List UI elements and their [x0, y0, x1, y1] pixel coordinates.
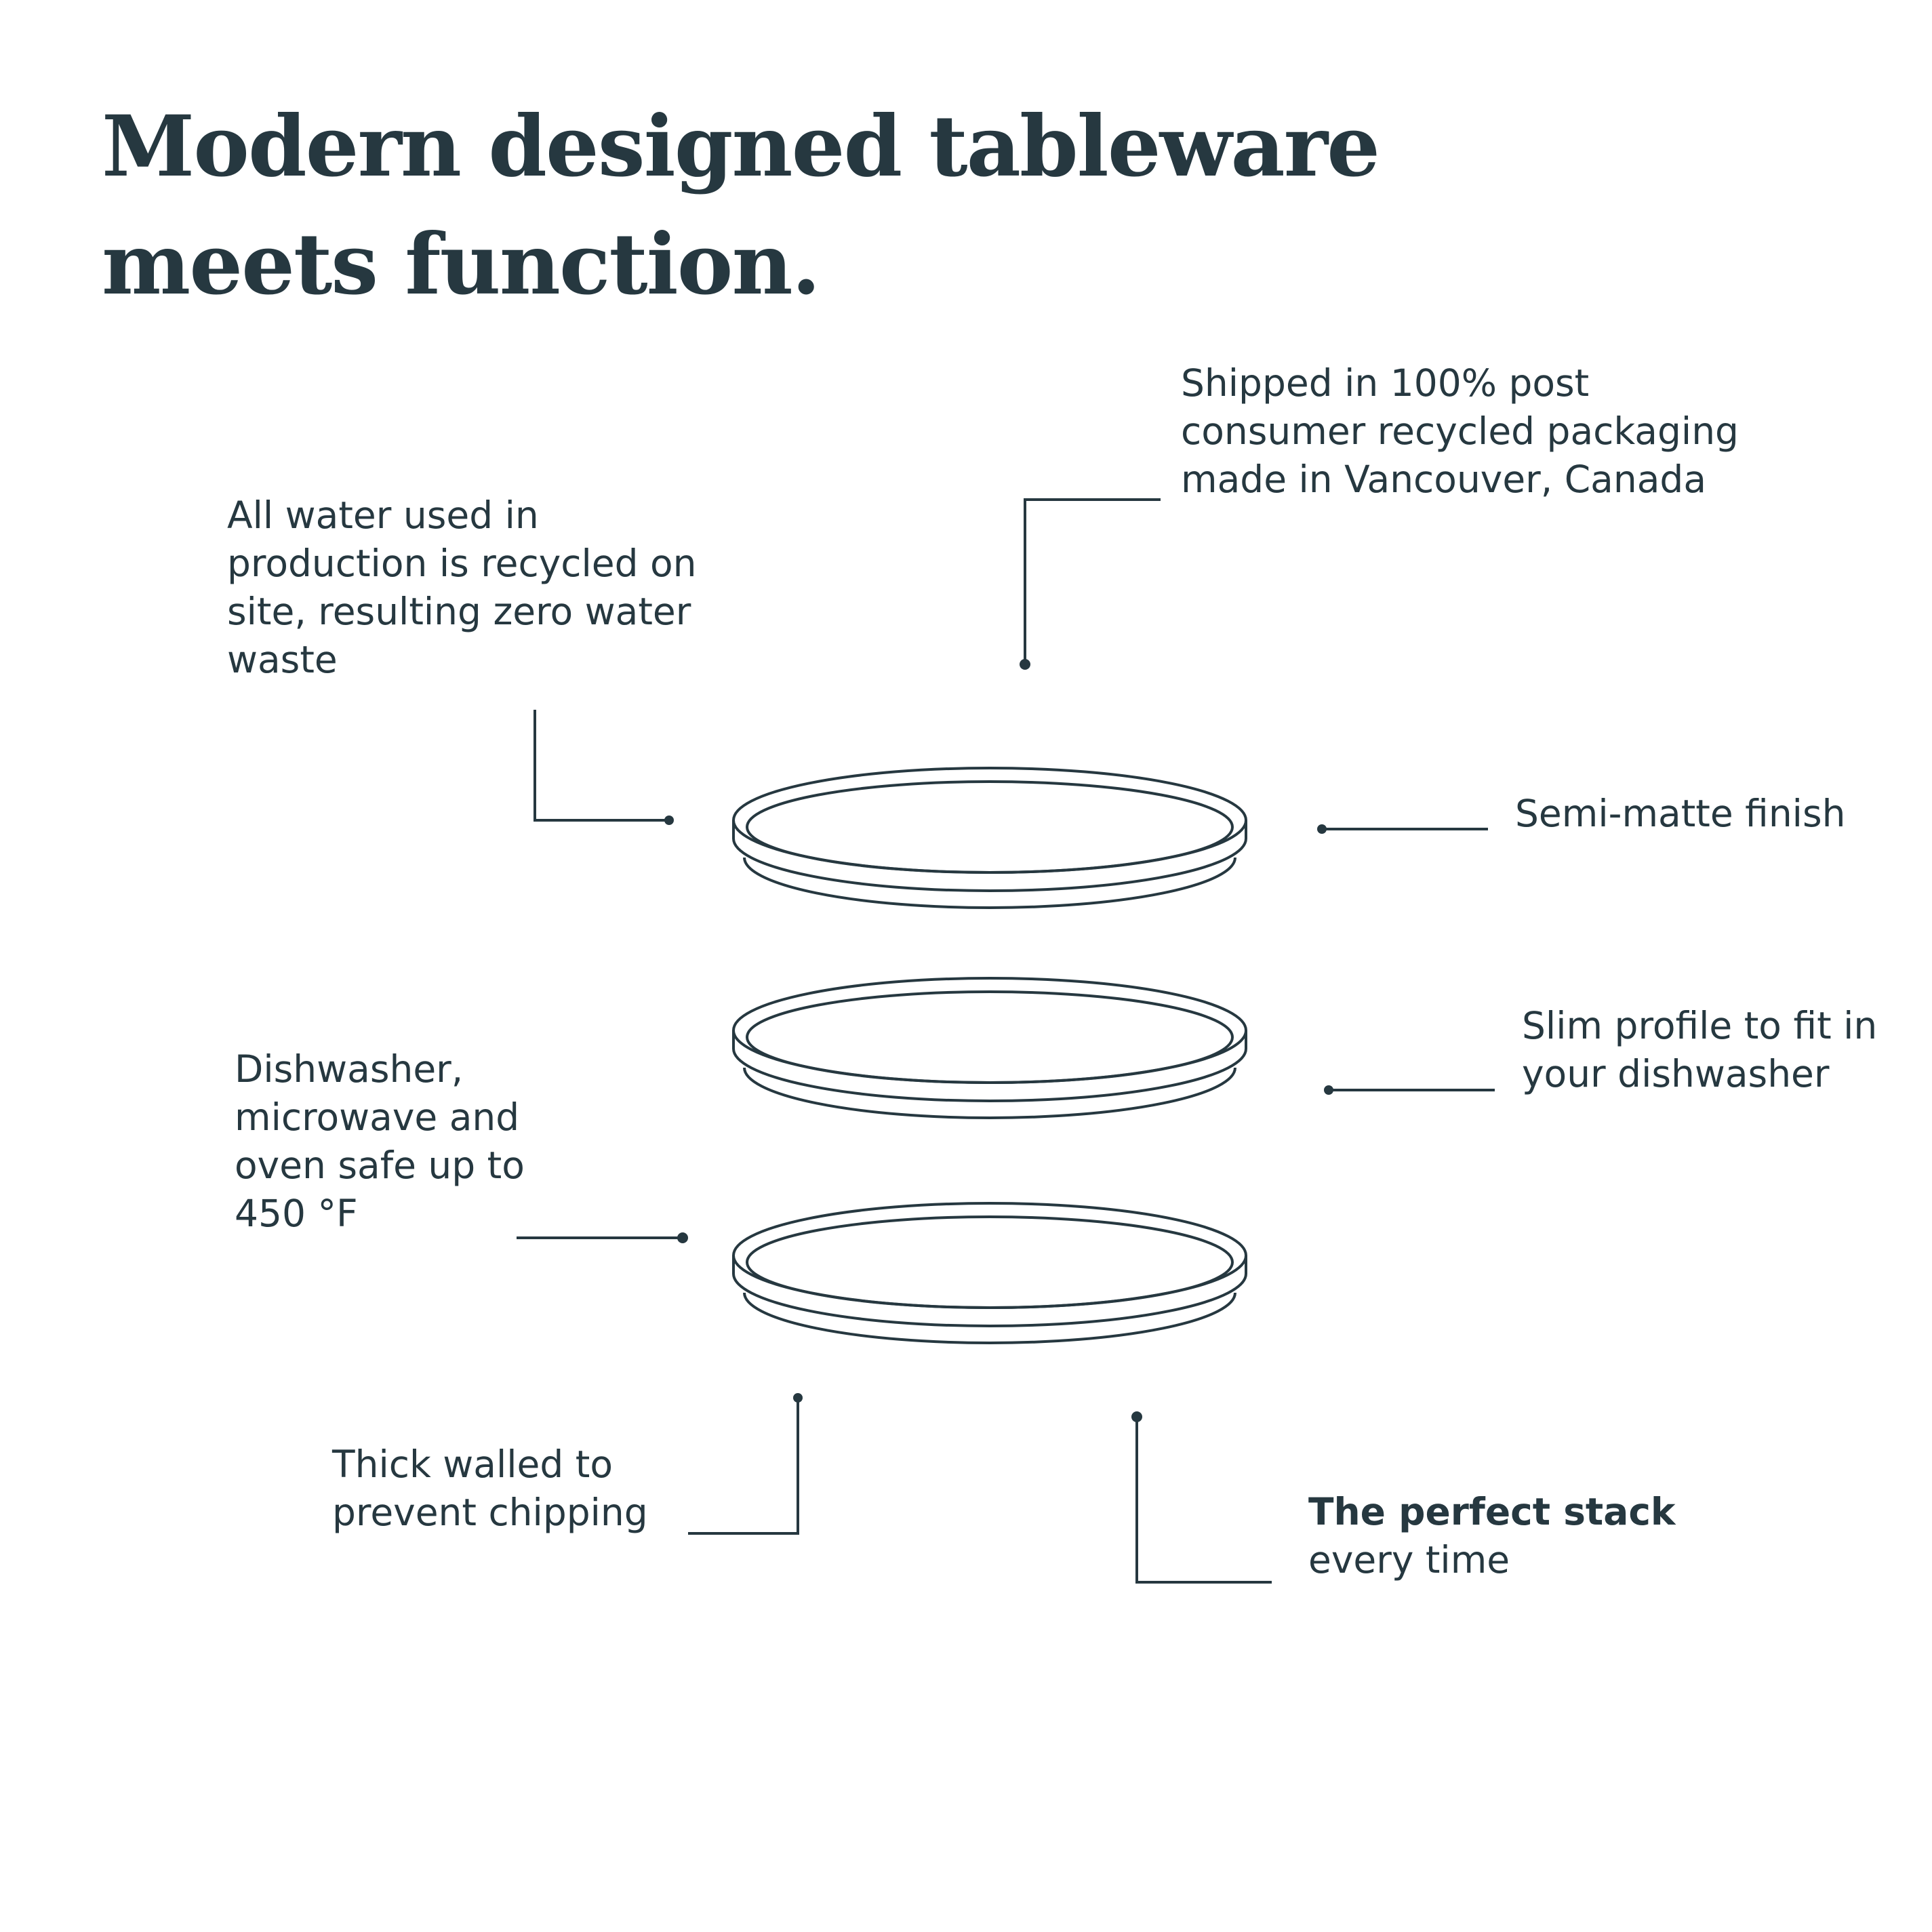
leader-water-dot	[664, 816, 674, 825]
callout-packaging-line-3: made in Vancouver, Canada	[1181, 458, 1707, 501]
callout-thick-line-2: prevent chipping	[332, 1491, 648, 1534]
callout-water-line-4: waste	[227, 638, 338, 681]
callout-thick: Thick walled to prevent chipping	[332, 1441, 648, 1537]
callout-slim-line-2: your dishwasher	[1522, 1052, 1830, 1095]
callout-water-line-3: site, resulting zero water	[227, 590, 691, 633]
leader-dishwasher	[517, 1232, 688, 1243]
leader-packaging	[1020, 498, 1161, 670]
headline-line-1: Modern designed tableware	[102, 98, 1380, 196]
plate-top-inner	[746, 780, 1234, 874]
callout-dishwasher-line-2: microwave and	[235, 1095, 520, 1139]
plate-top-base	[743, 857, 1236, 909]
plate-middle-inner	[746, 990, 1234, 1084]
plate-top	[732, 767, 1247, 909]
plate-top-wall	[732, 820, 1247, 892]
callout-packaging: Shipped in 100% post consumer recycled p…	[1181, 359, 1739, 504]
callout-finish-line-1: Semi-matte finish	[1515, 792, 1846, 835]
callout-dishwasher-line-1: Dishwasher,	[235, 1047, 464, 1091]
plate-bottom-base	[743, 1292, 1236, 1344]
callout-packaging-line-1: Shipped in 100% post	[1181, 361, 1590, 405]
leader-slim	[1324, 1085, 1495, 1095]
callout-stack-line-2: every time	[1308, 1538, 1510, 1582]
callout-packaging-line-2: consumer recycled packaging	[1181, 409, 1739, 453]
callout-thick-line-1: Thick walled to	[332, 1443, 613, 1486]
leader-finish-dot	[1317, 824, 1327, 834]
plate-middle-wall	[732, 1030, 1247, 1102]
callout-stack-title: The perfect stack	[1308, 1490, 1676, 1533]
callout-dishwasher: Dishwasher, microwave and oven safe up t…	[235, 1045, 525, 1238]
leader-water	[534, 710, 674, 825]
callout-dishwasher-line-4: 450 °F	[235, 1192, 358, 1235]
callout-finish: Semi-matte finish	[1515, 790, 1845, 838]
plate-bottom-inner	[746, 1215, 1234, 1309]
callout-stack: The perfect stack every time	[1308, 1488, 1676, 1584]
leader-packaging-dot	[1020, 659, 1030, 670]
leader-stack	[1131, 1411, 1272, 1584]
plate-bottom	[732, 1202, 1247, 1344]
callout-water: All water used in production is recycled…	[227, 491, 697, 684]
leader-dishwasher-dot	[677, 1232, 688, 1243]
leader-thick	[688, 1393, 803, 1535]
callout-slim-line-1: Slim profile to fit in	[1522, 1004, 1878, 1047]
headline: Modern designed tableware meets function…	[102, 88, 1380, 324]
leader-stack-dot	[1131, 1411, 1142, 1422]
plate-middle	[732, 977, 1247, 1119]
callout-dishwasher-line-3: oven safe up to	[235, 1144, 525, 1187]
callout-water-line-2: production is recycled on	[227, 542, 697, 585]
leader-finish	[1317, 824, 1488, 834]
plate-middle-base	[743, 1067, 1236, 1119]
leader-thick-dot	[793, 1393, 803, 1403]
leader-slim-dot	[1324, 1085, 1333, 1095]
plate-bottom-wall	[732, 1255, 1247, 1327]
callout-slim: Slim profile to fit in your dishwasher	[1522, 1002, 1877, 1098]
headline-line-2: meets function.	[102, 216, 821, 314]
callout-water-line-1: All water used in	[227, 494, 539, 537]
